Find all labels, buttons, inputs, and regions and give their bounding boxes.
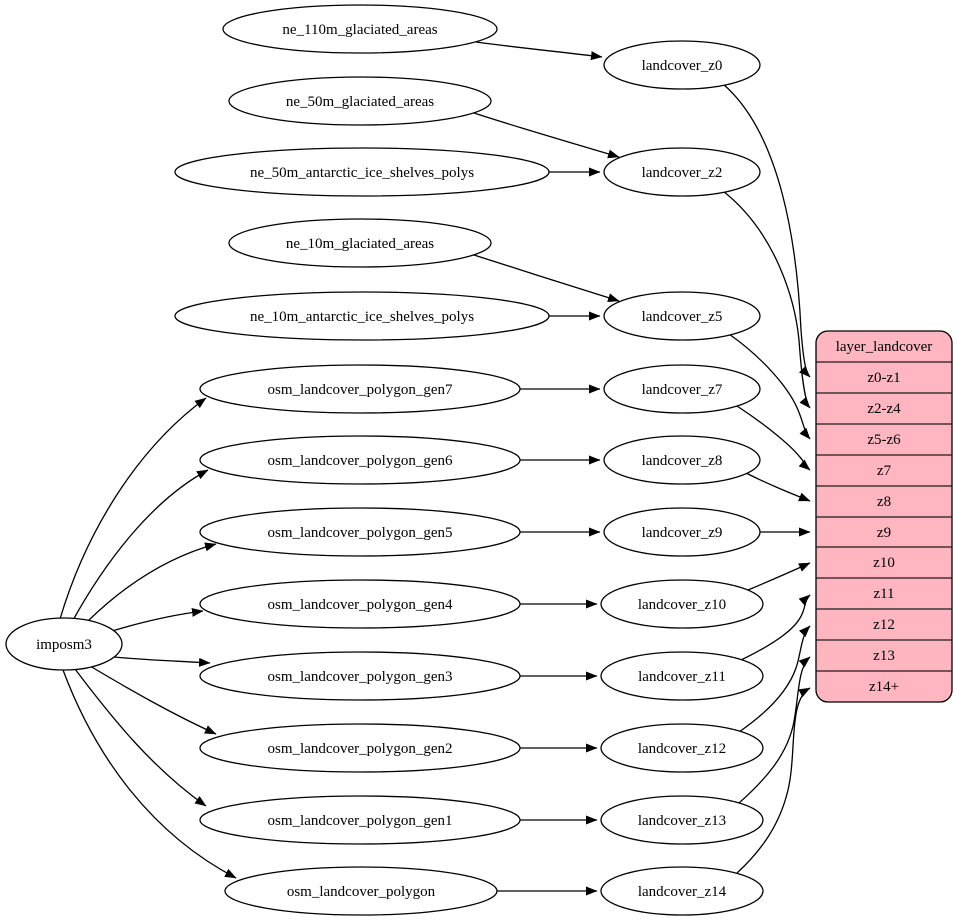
table-row-z14: z14+ bbox=[869, 679, 899, 695]
stage-label: landcover_z11 bbox=[638, 669, 726, 685]
source-label: osm_landcover_polygon_gen3 bbox=[268, 669, 453, 685]
stage-label: landcover_z12 bbox=[638, 741, 726, 757]
edge-z2-to-row-z2-z4 bbox=[722, 190, 811, 409]
source-label: osm_landcover_polygon_gen6 bbox=[268, 453, 453, 469]
node-osm-landcover-polygon-gen7: osm_landcover_polygon_gen7 bbox=[199, 364, 521, 414]
node-landcover-z11: landcover_z11 bbox=[600, 651, 764, 701]
edge-z8-to-row-z8 bbox=[745, 472, 811, 502]
edge-z12-to-row-z12 bbox=[738, 625, 811, 733]
stage-label: landcover_z14 bbox=[638, 884, 727, 900]
node-ne-50m-antarctic-ice-shelves-polys: ne_50m_antarctic_ice_shelves_polys bbox=[174, 147, 550, 197]
node-landcover-z13: landcover_z13 bbox=[600, 795, 764, 845]
node-landcover-z0: landcover_z0 bbox=[603, 40, 761, 90]
node-osm-landcover-polygon-gen5: osm_landcover_polygon_gen5 bbox=[199, 507, 521, 557]
imposm3-label: imposm3 bbox=[36, 637, 92, 653]
node-osm-landcover-polygon-gen6: osm_landcover_polygon_gen6 bbox=[199, 435, 521, 485]
node-ne-110m-glaciated-areas: ne_110m_glaciated_areas bbox=[222, 4, 498, 54]
node-landcover-z8: landcover_z8 bbox=[603, 435, 761, 485]
source-label: osm_landcover_polygon_gen5 bbox=[268, 525, 453, 541]
edge-ne50m-gl-to-z2 bbox=[473, 112, 620, 159]
layer-landcover-table-title: layer_landcover bbox=[836, 339, 933, 355]
stage-label: landcover_z10 bbox=[638, 597, 726, 613]
edges-stages-to-table bbox=[722, 83, 811, 874]
source-label: osm_landcover_polygon_gen2 bbox=[268, 741, 453, 757]
table-row-z7: z7 bbox=[877, 463, 892, 479]
node-osm-landcover-polygon-gen1: osm_landcover_polygon_gen1 bbox=[199, 795, 521, 845]
source-label: osm_landcover_polygon_gen4 bbox=[268, 597, 453, 613]
node-landcover-z10: landcover_z10 bbox=[600, 579, 764, 629]
edge-imposm3-to-gen6 bbox=[71, 469, 209, 623]
stage-label: landcover_z2 bbox=[642, 165, 723, 181]
table-row-z9: z9 bbox=[877, 525, 891, 541]
edge-z10-to-row-z10 bbox=[747, 562, 811, 591]
node-landcover-z14: landcover_z14 bbox=[600, 866, 764, 916]
node-landcover-z7: landcover_z7 bbox=[603, 364, 761, 414]
table-row-z0-z1: z0-z1 bbox=[867, 370, 900, 386]
edge-ne110m-to-z0 bbox=[475, 41, 603, 61]
stage-label: landcover_z8 bbox=[642, 453, 723, 469]
stage-label: landcover_z5 bbox=[642, 309, 723, 325]
edge-z13-to-row-z13 bbox=[738, 656, 811, 804]
table-row-z11: z11 bbox=[873, 586, 894, 602]
table-row-z2-z4: z2-z4 bbox=[867, 401, 901, 417]
source-label: ne_10m_glaciated_areas bbox=[286, 236, 434, 252]
node-osm-landcover-polygon: osm_landcover_polygon bbox=[224, 866, 498, 916]
edge-z7-to-row-z7 bbox=[736, 405, 811, 471]
node-osm-landcover-polygon-gen2: osm_landcover_polygon_gen2 bbox=[199, 723, 521, 773]
stage-label: landcover_z7 bbox=[642, 382, 723, 398]
source-label: osm_landcover_polygon_gen7 bbox=[268, 382, 453, 398]
node-imposm3: imposm3 bbox=[5, 617, 123, 671]
edges-sources-to-stages bbox=[473, 41, 620, 896]
layer-landcover-row-separators bbox=[816, 361, 952, 672]
stage-label: landcover_z13 bbox=[638, 813, 726, 829]
source-label: ne_110m_glaciated_areas bbox=[282, 22, 437, 38]
source-label: ne_10m_antarctic_ice_shelves_polys bbox=[250, 309, 474, 325]
edge-z5-to-row-z5-z6 bbox=[728, 333, 811, 440]
edge-z11-to-row-z11 bbox=[740, 594, 811, 661]
stage-label: landcover_z0 bbox=[642, 58, 723, 74]
node-landcover-z9: landcover_z9 bbox=[603, 507, 761, 557]
source-label: osm_landcover_polygon_gen1 bbox=[268, 813, 453, 829]
source-nodes: ne_110m_glaciated_areas ne_50m_glaciated… bbox=[174, 4, 550, 916]
node-osm-landcover-polygon-gen3: osm_landcover_polygon_gen3 bbox=[199, 651, 521, 701]
edges-importer-to-sources bbox=[59, 397, 237, 879]
edge-z14-to-row-z14 bbox=[736, 687, 811, 874]
stage-nodes: landcover_z0 landcover_z2 landcover_z5 l… bbox=[600, 40, 764, 916]
source-label: ne_50m_antarctic_ice_shelves_polys bbox=[250, 165, 474, 181]
source-label: ne_50m_glaciated_areas bbox=[286, 94, 434, 110]
edge-z0-to-row-z0-z1 bbox=[722, 83, 811, 378]
imposm3-ellipse bbox=[5, 617, 123, 671]
stage-label: landcover_z9 bbox=[642, 525, 723, 541]
node-ne-10m-antarctic-ice-shelves-polys: ne_10m_antarctic_ice_shelves_polys bbox=[174, 291, 550, 341]
node-landcover-z2: landcover_z2 bbox=[603, 147, 761, 197]
node-landcover-z5: landcover_z5 bbox=[603, 291, 761, 341]
edge-imposm3-to-gen1 bbox=[74, 668, 207, 807]
layer-landcover-table: layer_landcover z0-z1 z2-z4 z5-z6 z7 z8 … bbox=[815, 330, 953, 703]
node-ne-10m-glaciated-areas: ne_10m_glaciated_areas bbox=[228, 218, 492, 268]
edge-ne10m-gl-to-z5 bbox=[473, 254, 620, 302]
node-landcover-z12: landcover_z12 bbox=[600, 723, 764, 773]
edge-imposm3-to-gen7 bbox=[59, 397, 207, 620]
table-row-z12: z12 bbox=[873, 617, 895, 633]
table-row-z8: z8 bbox=[877, 494, 891, 510]
edge-imposm3-to-gen3 bbox=[113, 656, 211, 667]
edge-imposm3-to-gen5 bbox=[87, 542, 217, 622]
table-row-z5-z6: z5-z6 bbox=[867, 432, 901, 448]
table-row-z13: z13 bbox=[873, 648, 895, 664]
node-ne-50m-glaciated-areas: ne_50m_glaciated_areas bbox=[228, 76, 492, 126]
source-label: osm_landcover_polygon bbox=[287, 884, 436, 900]
table-row-z10: z10 bbox=[873, 555, 895, 571]
edge-imposm3-to-gen4 bbox=[111, 607, 204, 632]
edge-imposm3-to-gen2 bbox=[89, 665, 217, 735]
node-osm-landcover-polygon-gen4: osm_landcover_polygon_gen4 bbox=[199, 579, 521, 629]
edge-imposm3-to-polygon bbox=[62, 669, 237, 879]
